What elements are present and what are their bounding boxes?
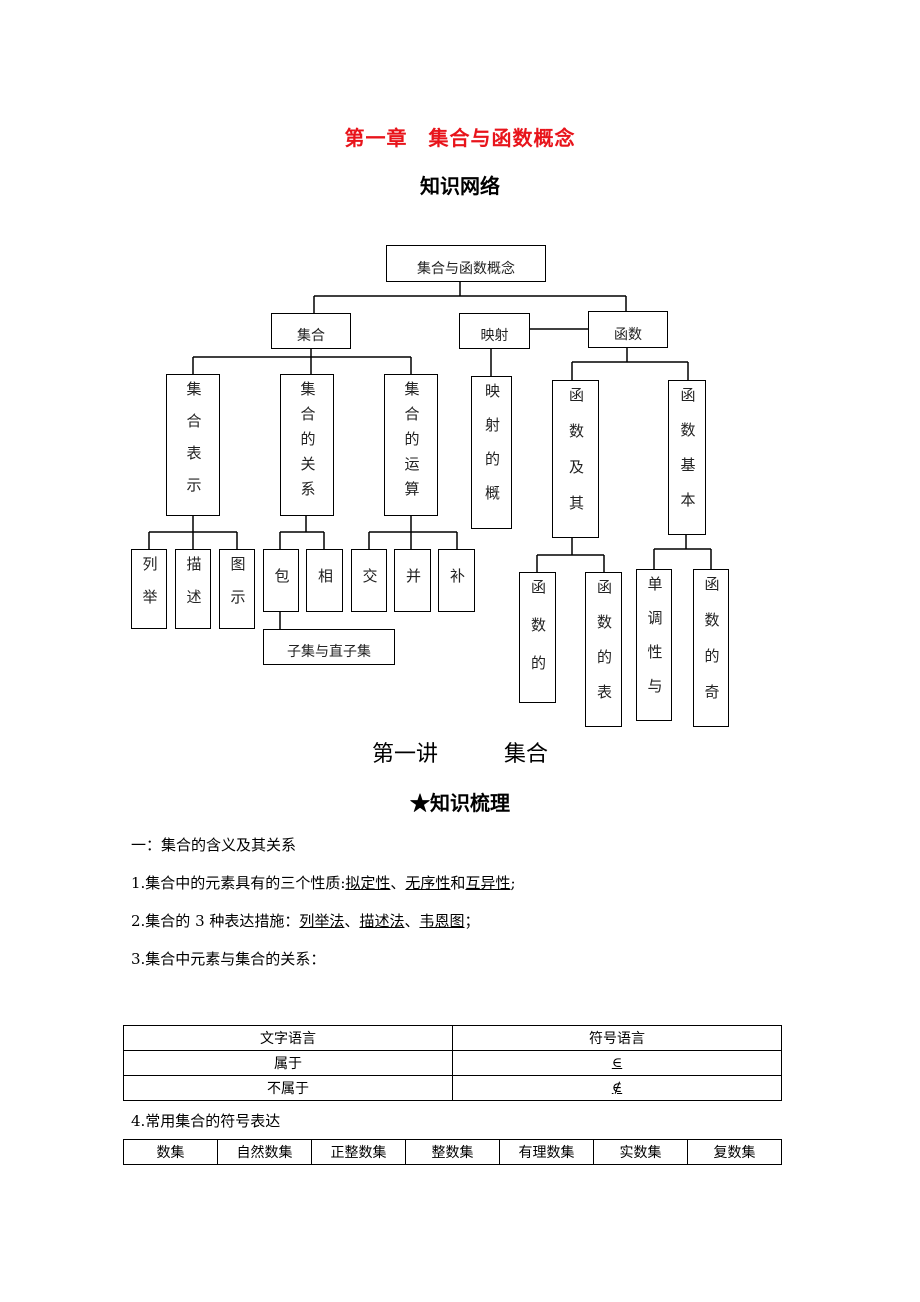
table-cell: 不属于	[123, 1075, 453, 1101]
box-label: 包	[272, 568, 291, 583]
table-cell: 实数集	[593, 1139, 688, 1165]
contain-box: 包	[263, 549, 299, 612]
paragraph-properties: 1.集合中的元素具有的三个性质:拟定性、无序性和互异性;	[131, 872, 516, 893]
underlined-term: 互异性	[465, 874, 511, 892]
table-row: 数集 自然数集 正整数集 整数集 有理数集 实数集 复数集	[123, 1139, 782, 1165]
diagram-method-box: 图示	[219, 549, 255, 629]
table-cell: ∈	[452, 1050, 782, 1076]
box-label: 函数的	[529, 579, 547, 693]
function-and-box: 函数及其	[552, 380, 599, 538]
function-concept-box: 函数的	[519, 572, 556, 703]
paragraph-common-sets: 4.常用集合的符号表达	[131, 1112, 281, 1130]
set-box: 集合	[271, 313, 351, 349]
union-box: 并	[394, 549, 431, 612]
box-label: 集合的运算	[402, 381, 421, 506]
underlined-term: 韦恩图	[419, 912, 465, 930]
subset-box: 子集与直子集	[263, 629, 395, 665]
table-header-row: 文字语言 符号语言	[123, 1025, 782, 1051]
text: 2.集合的 3 种表达措施：	[131, 912, 300, 930]
complement-box: 补	[438, 549, 475, 612]
table-cell: 有理数集	[499, 1139, 594, 1165]
describe-method-box: 描述	[175, 549, 211, 629]
text: 和	[450, 874, 466, 892]
function-representation-box: 函数的表	[585, 572, 622, 727]
table-cell: 自然数集	[217, 1139, 312, 1165]
box-label: 函数的奇	[702, 576, 721, 720]
set-operation-box: 集合的运算	[384, 374, 438, 516]
box-label: 函数的表	[595, 579, 613, 719]
text: ;	[510, 874, 516, 892]
function-parity-box: 函数的奇	[693, 569, 729, 727]
equal-box: 相	[306, 549, 343, 612]
paragraph-heading: 一：集合的含义及其关系	[131, 836, 297, 854]
box-label: 描述	[184, 556, 203, 622]
underlined-term: 拟定性	[345, 874, 391, 892]
text: 、	[404, 912, 420, 930]
mapping-box: 映射	[459, 313, 530, 349]
lecture-title: 第一讲 集合	[371, 742, 548, 767]
list-method-box: 列举	[131, 549, 167, 629]
text: 1.集合中的元素具有的三个性质:	[131, 874, 346, 892]
relation-table: 文字语言 符号语言 属于 ∈ 不属于 ∉	[123, 1025, 782, 1101]
table-cell: 属于	[123, 1050, 453, 1076]
box-label: 单调性与	[645, 576, 664, 712]
box-label: 图示	[228, 556, 247, 622]
symbol: ∉	[611, 1080, 623, 1096]
network-title: 知识网络	[420, 174, 500, 198]
intersection-box: 交	[351, 549, 387, 612]
underlined-term: 列举法	[299, 912, 345, 930]
header-cell: 符号语言	[452, 1025, 782, 1051]
box-label: 集合的关系	[298, 381, 317, 506]
box-label: 并	[404, 568, 422, 583]
table-cell: ∉	[452, 1075, 782, 1101]
set-representation-box: 集合表示	[166, 374, 220, 516]
box-label: 集合表示	[184, 381, 203, 509]
box-label: 交	[360, 568, 379, 583]
set-relation-box: 集合的关系	[280, 374, 334, 516]
section-title: ★知识梳理	[410, 791, 510, 815]
paragraph-relation: 3.集合中元素与集合的关系：	[131, 950, 326, 968]
table-cell: 整数集	[405, 1139, 500, 1165]
diagram-connectors	[148, 281, 712, 629]
mapping-concept-box: 映射的概	[471, 376, 512, 529]
box-label: 列举	[140, 556, 159, 622]
underlined-term: 描述法	[359, 912, 405, 930]
header-cell: 文字语言	[123, 1025, 453, 1051]
monotonicity-box: 单调性与	[636, 569, 672, 721]
text: 、	[390, 874, 406, 892]
table-cell: 正整数集	[311, 1139, 406, 1165]
box-label: 相	[316, 568, 334, 583]
sets-table: 数集 自然数集 正整数集 整数集 有理数集 实数集 复数集	[123, 1139, 782, 1165]
table-cell: 复数集	[687, 1139, 782, 1165]
box-label: 映射的概	[483, 383, 501, 519]
text: ；	[464, 912, 480, 930]
table-cell: 数集	[123, 1139, 218, 1165]
function-box: 函数	[588, 311, 668, 348]
box-label: 函数基本	[678, 387, 697, 527]
box-label: 补	[448, 568, 466, 583]
underlined-term: 无序性	[405, 874, 451, 892]
table-row: 不属于 ∉	[123, 1075, 782, 1101]
function-basic-box: 函数基本	[668, 380, 706, 535]
symbol: ∈	[611, 1055, 623, 1071]
paragraph-methods: 2.集合的 3 种表达措施：列举法、描述法、韦恩图；	[131, 910, 480, 931]
chapter-title: 第一章 集合与函数概念	[344, 126, 576, 150]
table-row: 属于 ∈	[123, 1050, 782, 1076]
root-box: 集合与函数概念	[386, 245, 546, 282]
text: 、	[344, 912, 360, 930]
box-label: 函数及其	[567, 387, 585, 531]
